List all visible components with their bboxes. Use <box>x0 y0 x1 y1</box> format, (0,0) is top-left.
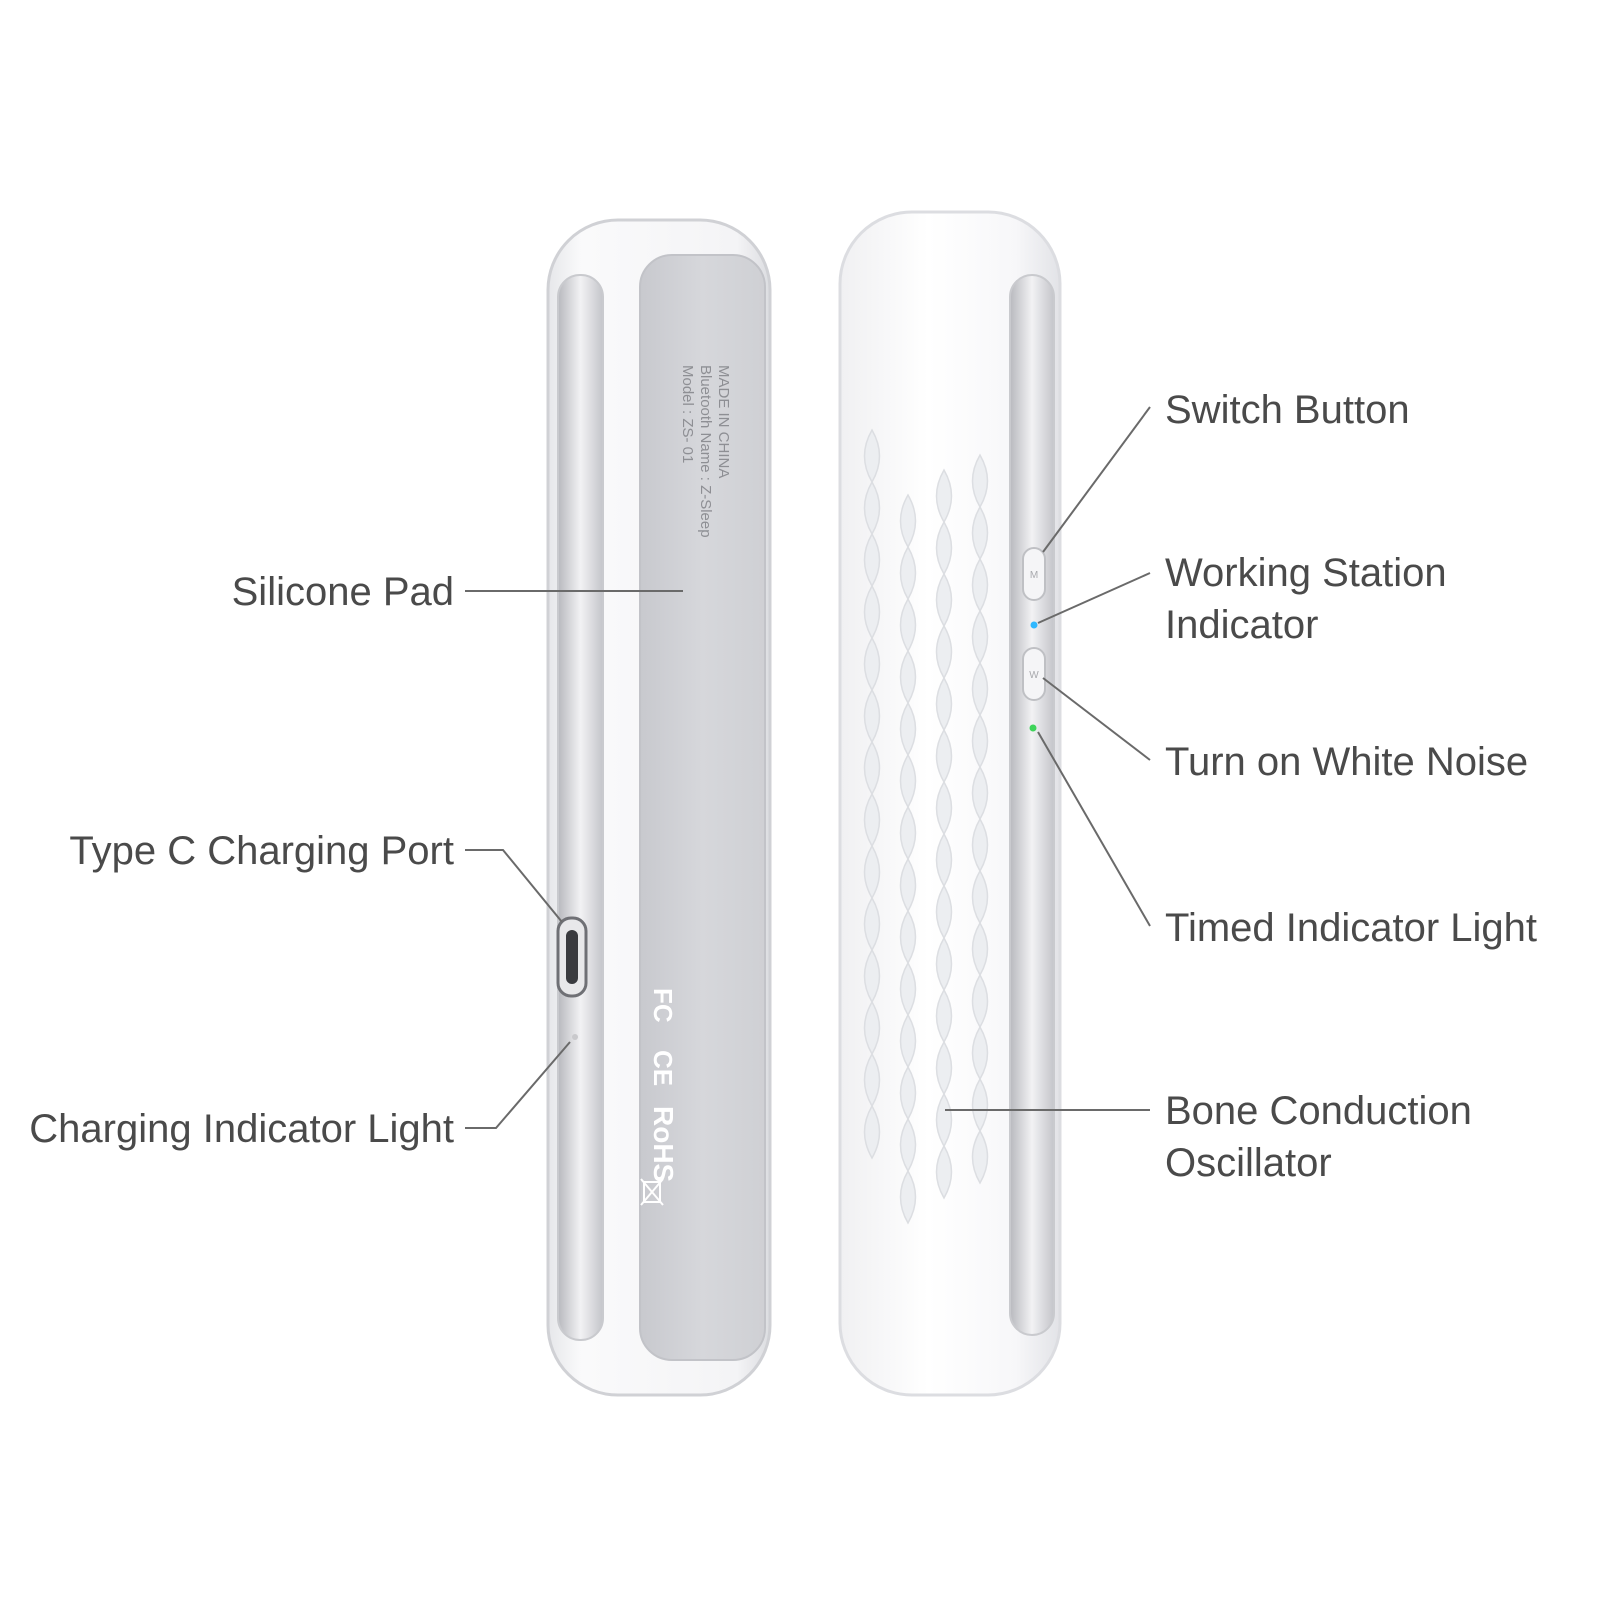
switch-button-glyph: M <box>1030 570 1038 581</box>
white-noise-button-glyph: W <box>1029 670 1039 681</box>
timed-indicator-dot <box>1029 724 1037 732</box>
print-line-bluetooth: Bluetooth Name : Z-Sleep <box>697 365 714 538</box>
label-type-c-port: Type C Charging Port <box>69 829 454 873</box>
texture-bump <box>863 1104 881 1160</box>
label-working-station-line1: Working Station <box>1165 551 1447 595</box>
leader-white-noise <box>1042 677 1151 761</box>
bone-conduction-texture <box>863 428 989 1225</box>
device-front-view: Model : ZS- 01 Bluetooth Name : Z-Sleep … <box>546 218 772 1397</box>
usb-c-port-inner <box>566 930 578 984</box>
silicone-pad <box>639 254 766 1361</box>
cert-marks: FC CE RoHS <box>648 988 679 1182</box>
texture-bump <box>935 1144 953 1200</box>
label-working-station: Working Station Indicator <box>1165 547 1447 651</box>
label-timed-light: Timed Indicator Light <box>1165 906 1538 950</box>
print-line-model: Model : ZS- 01 <box>679 365 696 463</box>
label-charging-light: Charging Indicator Light <box>29 1107 454 1151</box>
leader-timed-light <box>1037 731 1151 927</box>
fcc-mark: FC <box>648 988 678 1023</box>
label-bone-conduction: Bone Conduction Oscillator <box>1165 1085 1472 1189</box>
rohs-mark: RoHS <box>648 1106 679 1182</box>
label-white-noise: Turn on White Noise <box>1165 740 1529 784</box>
ce-mark: CE <box>648 1050 678 1086</box>
leader-charging-light <box>465 1041 571 1129</box>
leader-working-station <box>1037 572 1151 624</box>
leader-switch-button <box>1042 406 1151 553</box>
device-back-view: M W <box>838 210 1062 1397</box>
leader-lines <box>465 406 1151 1129</box>
label-silicone-pad: Silicone Pad <box>231 570 454 614</box>
switch-button[interactable] <box>1022 547 1046 601</box>
label-working-station-line2: Indicator <box>1165 603 1319 647</box>
leader-type-c-port <box>465 849 563 923</box>
label-bone-conduction-line1: Bone Conduction <box>1165 1089 1472 1133</box>
model-print-text: Model : ZS- 01 Bluetooth Name : Z-Sleep … <box>679 365 732 538</box>
texture-bump <box>971 1129 989 1185</box>
print-line-origin: MADE IN CHINA <box>715 365 732 478</box>
label-bone-conduction-line2: Oscillator <box>1165 1141 1332 1185</box>
device-front-side-rail <box>557 274 604 1341</box>
working-station-indicator-dot <box>1030 621 1038 629</box>
charging-indicator-dot <box>572 1034 578 1040</box>
texture-bump <box>899 1169 917 1225</box>
label-switch-button: Switch Button <box>1165 388 1410 432</box>
device-back-side-rail <box>1009 274 1055 1336</box>
weee-bin-icon <box>640 1178 664 1206</box>
white-noise-button[interactable] <box>1022 647 1046 701</box>
